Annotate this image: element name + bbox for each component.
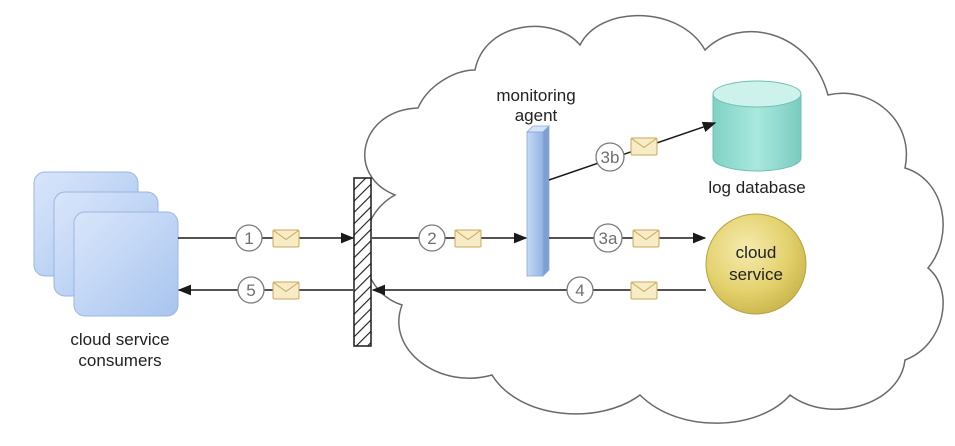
log-database-label: log database <box>708 178 805 197</box>
envelope-icon <box>272 281 300 300</box>
step-4-label: 4 <box>575 281 584 300</box>
cloud-service-label-line2: service <box>729 265 783 284</box>
consumers-label-line1: cloud service <box>70 330 169 349</box>
monitoring-agent-icon <box>526 125 550 277</box>
envelope-icon <box>272 229 300 248</box>
step-3a-label: 3a <box>599 229 618 248</box>
monitoring-agent-label-line2: agent <box>515 106 558 125</box>
cloud-service-label-line1: cloud <box>736 243 777 262</box>
step-marker-3a: 3a <box>593 223 623 253</box>
step-marker-1: 1 <box>235 224 263 252</box>
envelope-icon <box>630 281 658 300</box>
step-marker-2: 2 <box>418 224 446 252</box>
step-marker-3b: 3b <box>595 142 625 172</box>
log-database-icon <box>712 80 802 172</box>
step-marker-5: 5 <box>237 276 265 304</box>
consumers-label-line2: consumers <box>78 351 161 370</box>
envelope-icon <box>454 229 482 248</box>
step-5-label: 5 <box>246 281 255 300</box>
step-2-label: 2 <box>427 229 436 248</box>
cloud-service-icon <box>705 213 807 315</box>
monitoring-agent-label-line1: monitoring <box>496 86 575 105</box>
envelope-icon <box>630 137 658 156</box>
step-3b-label: 3b <box>601 148 620 167</box>
cloud-service-consumers-icon <box>33 171 179 317</box>
step-marker-4: 4 <box>566 276 594 304</box>
step-1-label: 1 <box>244 229 253 248</box>
envelope-icon <box>632 229 660 248</box>
cloud-boundary <box>363 14 944 424</box>
firewall-barrier-icon <box>353 177 372 347</box>
